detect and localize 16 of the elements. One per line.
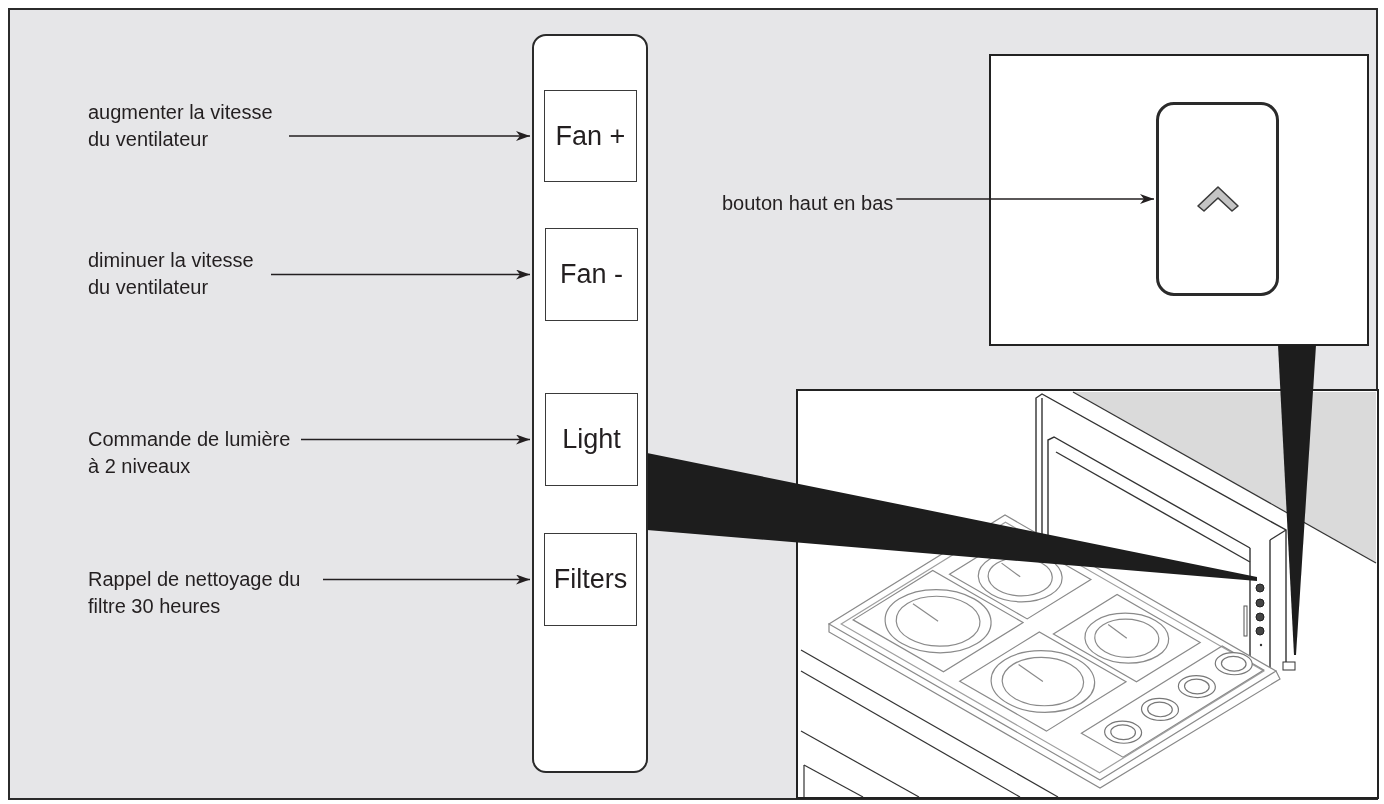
control-button: Fan + — [544, 90, 637, 182]
callout-text: diminuer la vitesse du ventilateur — [88, 247, 268, 301]
control-button: Filters — [544, 533, 637, 626]
arrow — [322, 574, 531, 585]
control-panel — [532, 34, 648, 773]
callout-text: Rappel de nettoyage du filtre 30 heures — [88, 566, 320, 620]
up-down-button — [1156, 102, 1279, 296]
callout-text: bouton haut en bas — [722, 190, 894, 217]
control-button: Light — [545, 393, 638, 486]
control-button: Fan - — [545, 228, 638, 321]
arrow — [288, 131, 531, 141]
arrow — [300, 434, 531, 445]
callout-text: Commande de lumière à 2 niveaux — [88, 426, 298, 480]
arrow — [270, 269, 531, 280]
callout-text: augmenter la vitesse du ventilateur — [88, 99, 286, 153]
arrow — [895, 194, 1155, 204]
